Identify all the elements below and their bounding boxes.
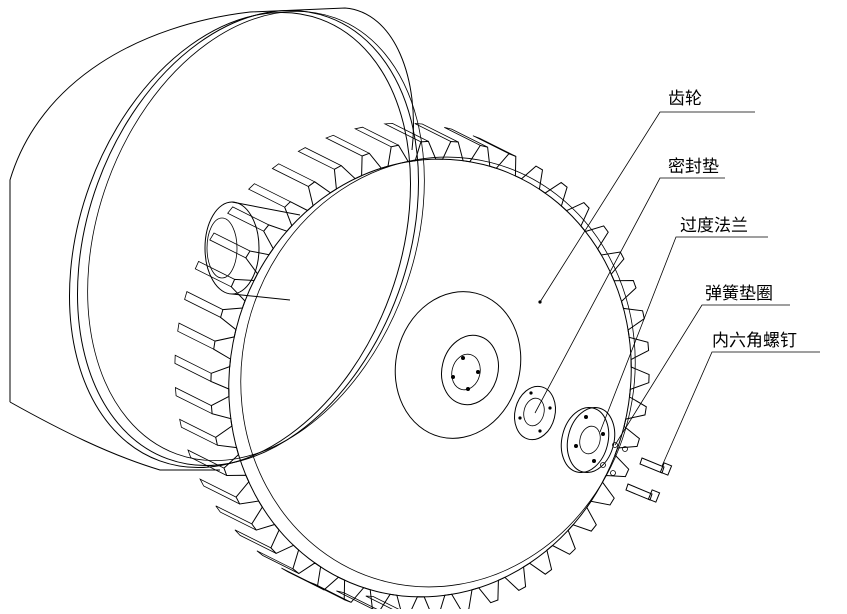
gear-tooth (297, 147, 342, 170)
gear-tooth (271, 163, 315, 187)
gear-tooth (383, 122, 429, 143)
gear-tooth (234, 529, 277, 554)
shaft-hub (204, 201, 301, 301)
drum (9, 7, 425, 471)
gear-tooth (248, 183, 291, 208)
gear-tooth (444, 127, 488, 148)
gear-tooth (209, 232, 251, 259)
gear-tooth (336, 590, 380, 611)
gear-tooth (354, 126, 399, 148)
gear-tooth (281, 567, 325, 591)
gear-tooth (184, 291, 224, 318)
gear (228, 156, 636, 598)
label-gear: 齿轮 (668, 89, 702, 109)
label-seal-gasket: 密封垫 (668, 157, 719, 177)
gear-tooth (227, 206, 269, 232)
seal-gasket (514, 385, 556, 441)
gear-tooth (325, 134, 370, 157)
gear-tooth (194, 260, 235, 288)
label-spring-washer: 弹簧垫圈 (705, 284, 773, 304)
leader-lines (534, 111, 820, 467)
gear-tooth (199, 478, 240, 505)
label-transition-flange: 过度法兰 (680, 216, 748, 236)
gear-tooth (256, 550, 299, 574)
spring-washers (600, 442, 628, 476)
label-hex-screw: 内六角螺钉 (712, 331, 797, 351)
gear-tooth (215, 505, 257, 531)
gear-tooth (414, 123, 459, 143)
gear-tooth (472, 135, 516, 157)
transition-flange (560, 407, 616, 473)
gear-tooth-profile (210, 140, 650, 614)
hex-screws (625, 457, 673, 503)
gear-tooth (179, 418, 218, 446)
gear-teeth (174, 122, 650, 614)
gear-tooth (177, 322, 216, 350)
gear-tooth (174, 386, 213, 415)
gear-tooth (187, 449, 227, 476)
gear-tooth (174, 354, 212, 382)
